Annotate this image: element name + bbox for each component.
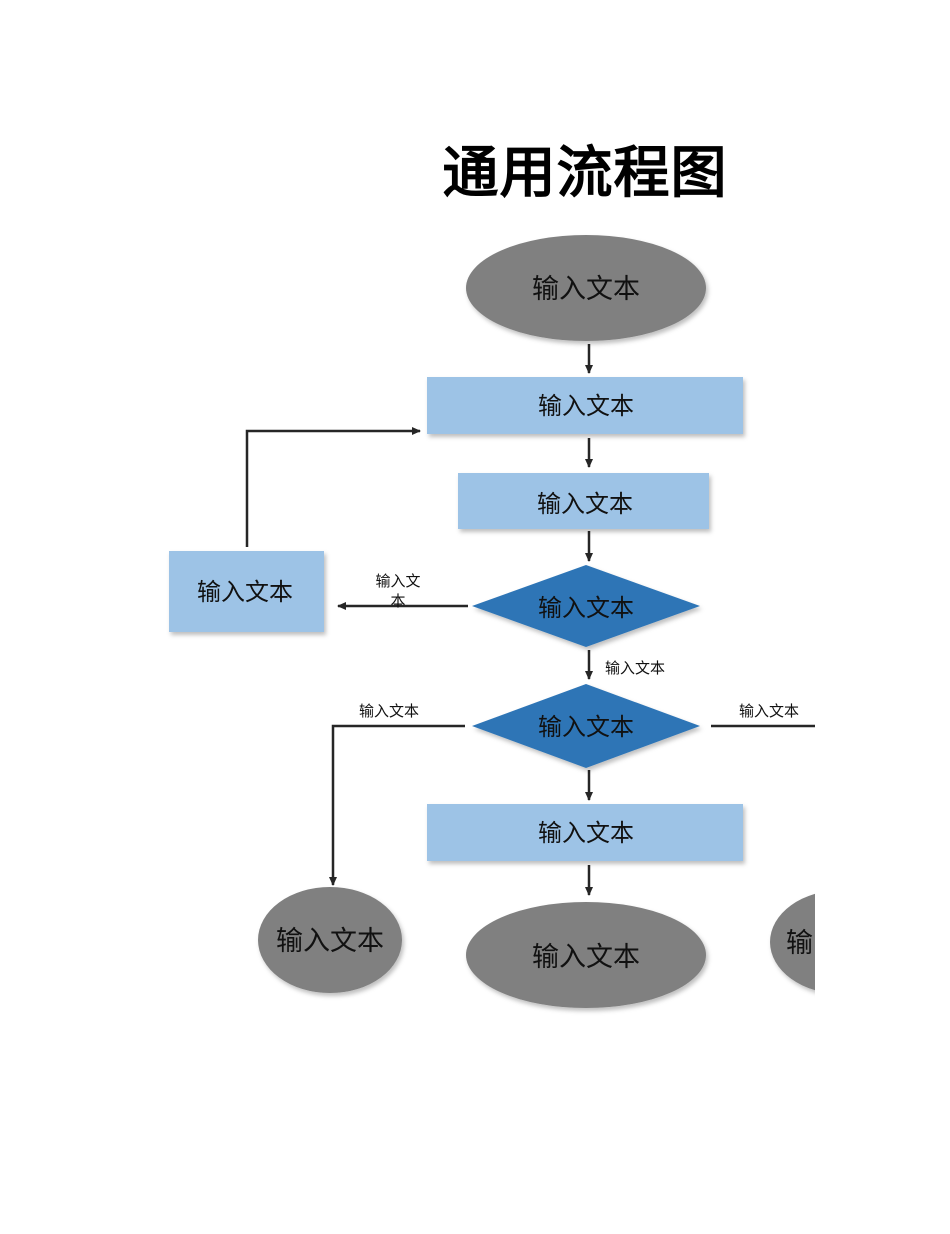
end-node-right-label: 输 <box>786 928 813 959</box>
process-step-3-label: 输入文本 <box>538 819 634 847</box>
start-node-label: 输入文本 <box>532 274 640 305</box>
decision-node-1: 输入文本 <box>472 565 700 647</box>
process-step-1: 输入文本 <box>427 377 743 434</box>
side-process-box-label: 输入文本 <box>197 578 293 606</box>
edge-side-box-to-step1 <box>245 427 421 547</box>
end-node-right: 输 <box>770 893 815 991</box>
process-step-2-label: 输入文本 <box>537 490 633 518</box>
process-step-3: 输入文本 <box>427 804 743 861</box>
edge-label-decision1-down: 输入文本 <box>605 659 665 677</box>
edge-label-decision1-left-line1: 输入文 <box>375 572 420 590</box>
decision-node-2-label: 输入文本 <box>538 713 634 741</box>
process-step-2: 输入文本 <box>458 473 709 529</box>
end-node-center-label: 输入文本 <box>532 942 640 973</box>
side-process-box: 输入文本 <box>169 551 324 632</box>
start-node: 输入文本 <box>466 235 706 341</box>
edge-label-decision2-right: 输入文本 <box>739 702 799 720</box>
decision-node-2: 输入文本 <box>472 684 700 768</box>
end-node-center: 输入文本 <box>466 902 706 1008</box>
end-node-left-label: 输入文本 <box>276 926 384 957</box>
edge-decision2-to-end-left <box>329 724 465 886</box>
edge-label-decision2-left: 输入文本 <box>359 702 419 720</box>
page-title: 通用流程图 <box>442 141 728 206</box>
decision-node-1-label: 输入文本 <box>538 594 634 622</box>
end-node-left: 输入文本 <box>258 887 402 993</box>
process-step-1-label: 输入文本 <box>538 392 634 420</box>
connectors <box>245 344 815 896</box>
edge-label-decision1-left-line2: 本 <box>390 592 405 610</box>
